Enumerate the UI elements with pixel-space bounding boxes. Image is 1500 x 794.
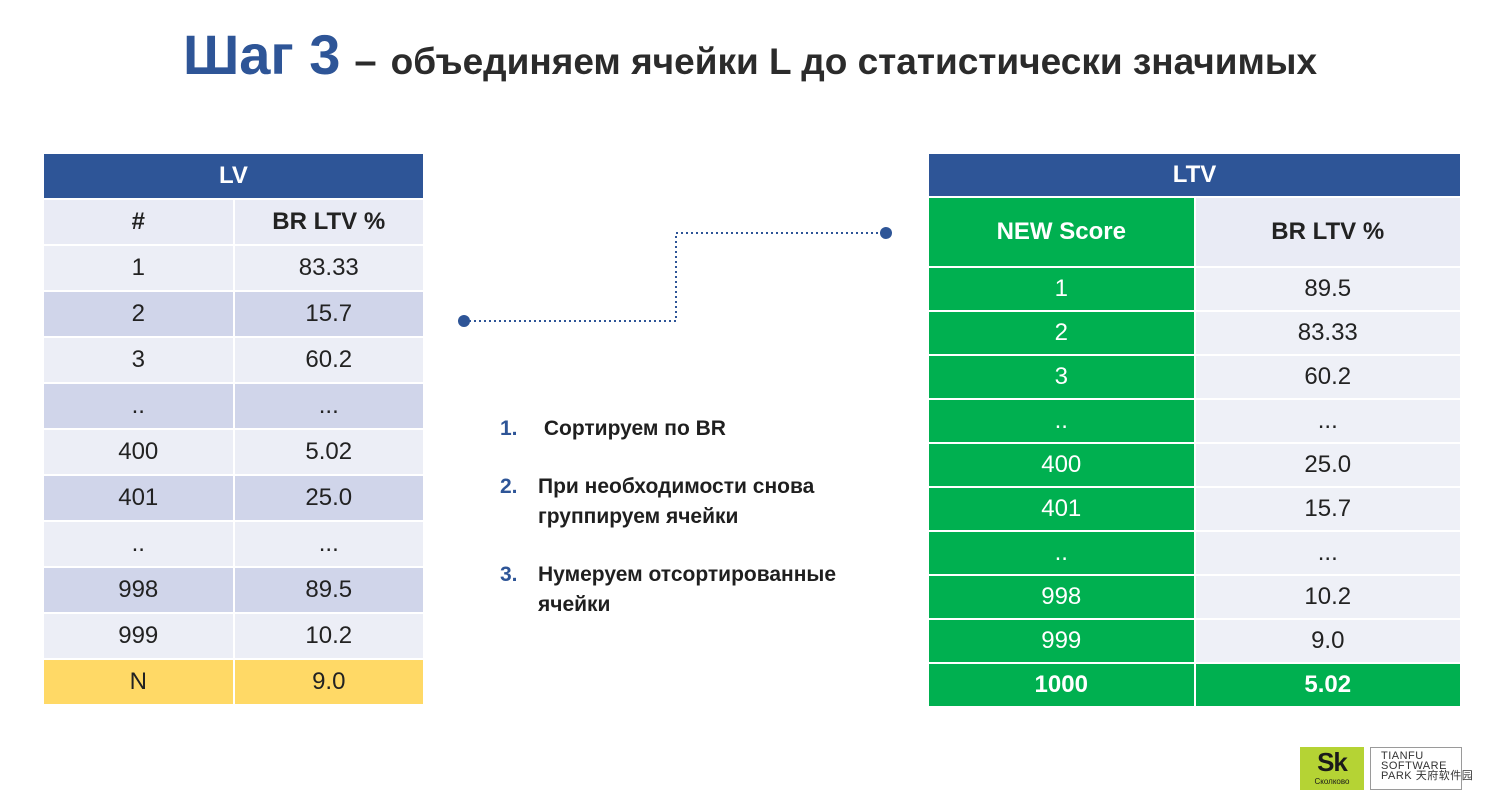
table-cell: 401 bbox=[929, 488, 1194, 530]
skolkovo-logo-name: Сколково bbox=[1314, 777, 1350, 786]
table-cell: 25.0 bbox=[1195, 444, 1460, 486]
table-cell: N bbox=[44, 660, 233, 704]
table-cell: 5.02 bbox=[234, 430, 423, 474]
table-cell: 400 bbox=[44, 430, 233, 474]
table-cell: 15.7 bbox=[234, 292, 423, 336]
table-cell: 89.5 bbox=[234, 568, 423, 612]
table-cell: 10.2 bbox=[234, 614, 423, 658]
table-cell: 89.5 bbox=[1195, 268, 1460, 310]
table-cell: .. bbox=[44, 522, 233, 566]
table-row: ..... bbox=[44, 522, 423, 566]
table-cell: 999 bbox=[929, 620, 1194, 662]
tianfu-logo-line: TIANFU bbox=[1381, 750, 1424, 762]
table-cell: 999 bbox=[44, 614, 233, 658]
tianfu-logo-line: PARK 天府软件园 bbox=[1381, 770, 1474, 782]
table-cell: ... bbox=[234, 522, 423, 566]
table-cell: 401 bbox=[44, 476, 233, 520]
lv-table-header: LV bbox=[44, 154, 423, 198]
list-item: 1. Сортируем по BR bbox=[500, 414, 900, 444]
title-dash: – bbox=[354, 39, 377, 83]
table-cell: 1000 bbox=[929, 664, 1194, 706]
skolkovo-logo-mark: Sk bbox=[1317, 747, 1348, 777]
ltv-table-header: LTV bbox=[929, 154, 1460, 196]
table-cell: 1 bbox=[44, 246, 233, 290]
list-item: 3. Нумеруем отсортированные ячейки bbox=[500, 560, 900, 620]
table-cell: 400 bbox=[929, 444, 1194, 486]
table-cell: ... bbox=[1195, 532, 1460, 574]
slide-title: Шаг 3–объединяем ячейки L до статистичес… bbox=[0, 22, 1500, 87]
table-cell: 15.7 bbox=[1195, 488, 1460, 530]
step-text: При необходимости снова группируем ячейк… bbox=[538, 475, 815, 528]
table-row: ..... bbox=[929, 400, 1460, 442]
table-cell: 2 bbox=[929, 312, 1194, 354]
step-text: Сортируем по BR bbox=[538, 417, 726, 440]
step-number: 3. bbox=[500, 563, 518, 586]
connector-line bbox=[464, 232, 886, 322]
table-cell: 10.2 bbox=[1195, 576, 1460, 618]
lv-column-header-index: # bbox=[44, 200, 233, 244]
table-row: ..... bbox=[929, 532, 1460, 574]
table-cell: 9.0 bbox=[234, 660, 423, 704]
table-cell: 5.02 bbox=[1195, 664, 1460, 706]
table-cell: .. bbox=[929, 400, 1194, 442]
table-cell: 3 bbox=[929, 356, 1194, 398]
table-cell: 83.33 bbox=[234, 246, 423, 290]
table-cell: 60.2 bbox=[1195, 356, 1460, 398]
ltv-column-header-score: NEW Score bbox=[929, 198, 1194, 266]
table-cell: 998 bbox=[44, 568, 233, 612]
table-cell: 60.2 bbox=[234, 338, 423, 382]
list-item: 2. При необходимости снова группируем яч… bbox=[500, 472, 900, 532]
table-cell: ... bbox=[1195, 400, 1460, 442]
steps-list: 1. Сортируем по BR 2. При необходимости … bbox=[500, 414, 900, 648]
table-cell: 9.0 bbox=[1195, 620, 1460, 662]
table-cell: .. bbox=[929, 532, 1194, 574]
table-cell: 2 bbox=[44, 292, 233, 336]
tianfu-software-park-logo: TIANFU SOFTWARE PARK 天府软件园 bbox=[1370, 747, 1474, 790]
step-text: Нумеруем отсортированные ячейки bbox=[538, 563, 837, 616]
connector-start-dot bbox=[458, 315, 470, 327]
table-cell: .. bbox=[44, 384, 233, 428]
table-cell: 3 bbox=[44, 338, 233, 382]
dotted-connector-arrow bbox=[458, 227, 892, 327]
step-label: Шаг 3 bbox=[182, 23, 341, 86]
title-subtitle: объединяем ячейки L до статистически зна… bbox=[390, 41, 1318, 82]
step-number: 2. bbox=[500, 475, 518, 498]
table-row: ..... bbox=[44, 384, 423, 428]
table-cell: 25.0 bbox=[234, 476, 423, 520]
table-cell: 1 bbox=[929, 268, 1194, 310]
ltv-column-header-br: BR LTV % bbox=[1195, 198, 1460, 266]
table-cell: ... bbox=[234, 384, 423, 428]
lv-column-header-br: BR LTV % bbox=[234, 200, 423, 244]
tianfu-logo-line: SOFTWARE bbox=[1381, 760, 1447, 772]
table-cell: 83.33 bbox=[1195, 312, 1460, 354]
table-cell: 998 bbox=[929, 576, 1194, 618]
skolkovo-logo: Sk Сколково bbox=[1300, 747, 1364, 790]
step-number: 1. bbox=[500, 417, 518, 440]
connector-end-dot bbox=[880, 227, 892, 239]
